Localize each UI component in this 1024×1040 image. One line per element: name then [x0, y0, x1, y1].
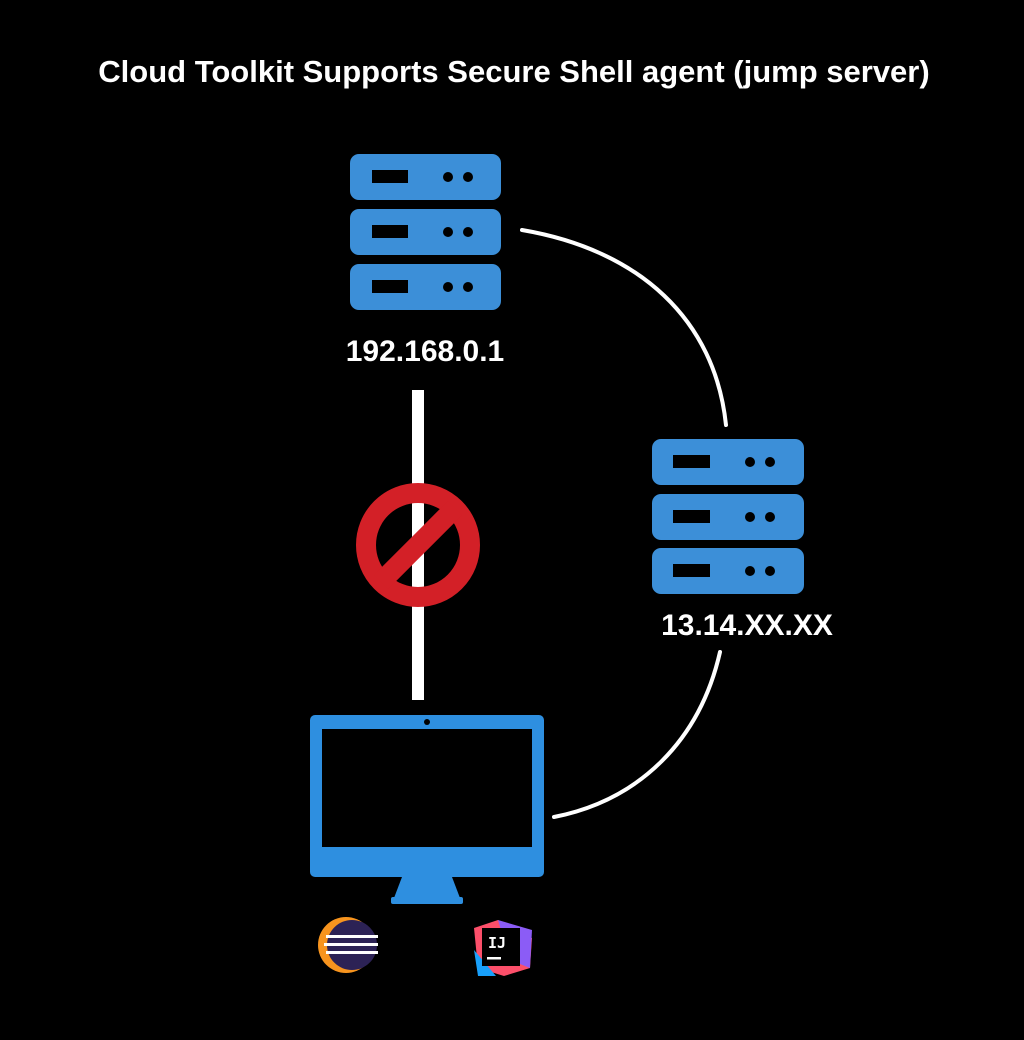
- desktop-monitor-icon: [310, 715, 544, 904]
- diagram-title: Cloud Toolkit Supports Secure Shell agen…: [98, 54, 929, 89]
- prohibited-icon: [356, 483, 480, 607]
- target-server-label: 192.168.0.1: [346, 335, 504, 368]
- intellij-icon-text: IJ: [488, 934, 506, 952]
- target-server-icon: [350, 154, 501, 310]
- jump-server-icon: [652, 439, 804, 594]
- link-jump-to-client: [552, 650, 722, 819]
- eclipse-ide-icon: [318, 917, 378, 973]
- intellij-idea-icon: IJ: [474, 920, 532, 976]
- link-target-to-jump: [520, 228, 728, 427]
- jump-server-label: 13.14.XX.XX: [661, 609, 833, 642]
